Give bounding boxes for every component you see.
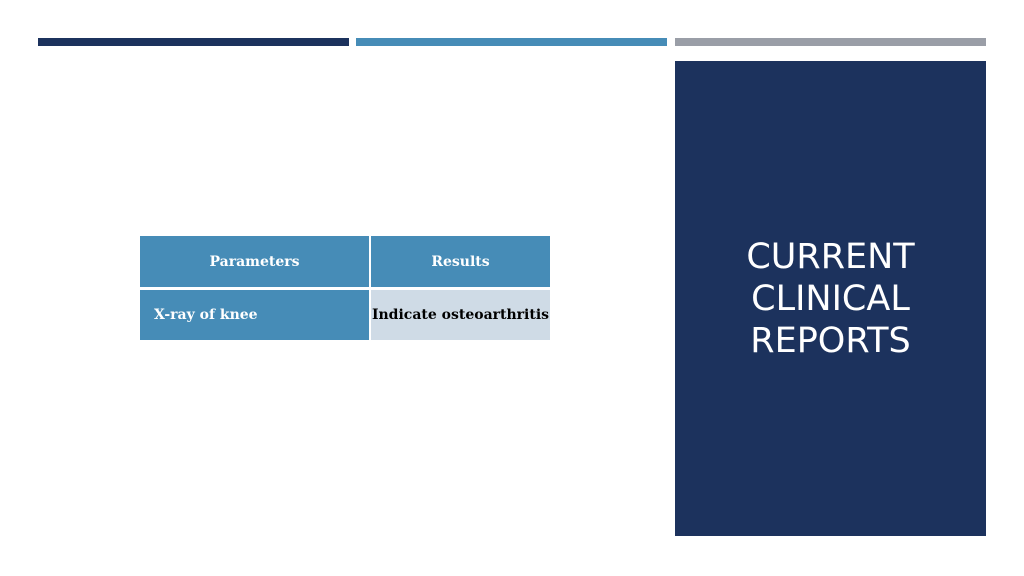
accent-bar-blue [356,38,667,46]
title-line-1: CURRENT [746,236,915,277]
title-panel: CURRENT CLINICAL REPORTS [675,61,986,536]
table-row: X-ray of knee Indicate osteoarthritis [140,288,550,340]
accent-bar-dark [38,38,349,46]
title-line-2: CLINICAL [751,278,910,319]
cell-result: Indicate osteoarthritis [370,288,550,340]
cell-parameter: X-ray of knee [140,288,371,340]
title-line-3: REPORTS [750,320,911,361]
header-parameters: Parameters [140,236,371,289]
header-results: Results [370,236,550,289]
slide-title: CURRENT CLINICAL REPORTS [746,236,914,362]
table-header-row: Parameters Results [140,236,550,289]
accent-bar-gray [675,38,986,46]
clinical-report-table: Parameters Results X-ray of knee Indicat… [140,236,550,340]
